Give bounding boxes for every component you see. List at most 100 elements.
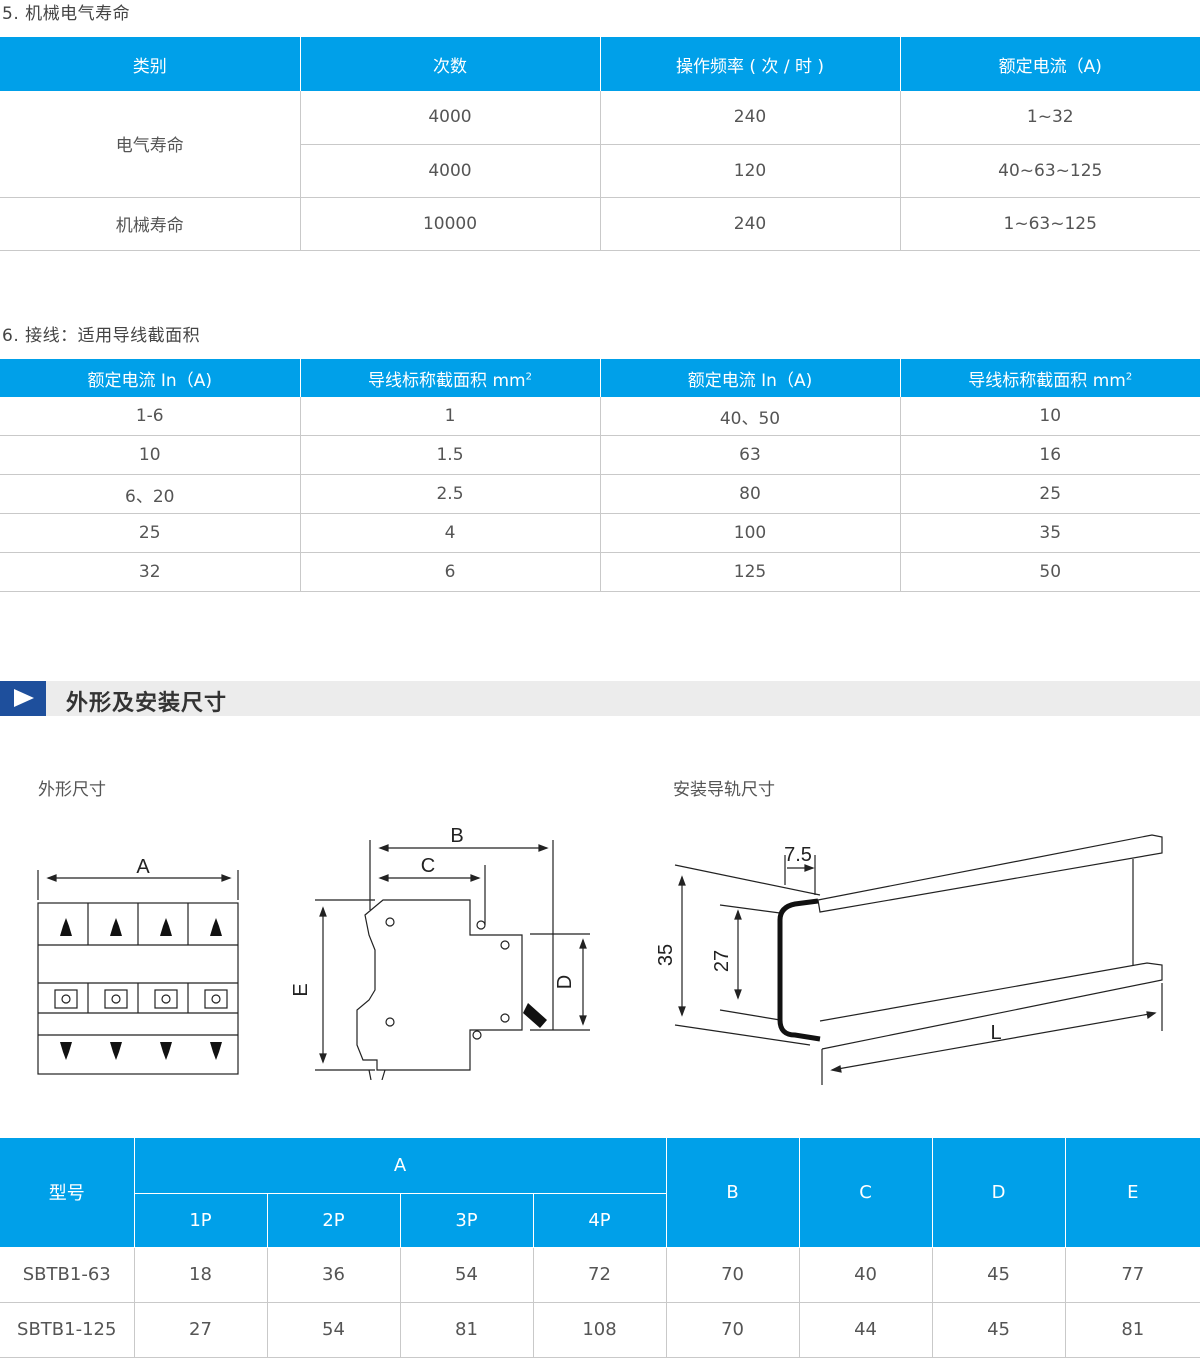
rail-l-label: L (990, 1022, 1001, 1044)
table-row: SBTB1-63 18 36 54 72 70 40 45 77 (0, 1247, 1200, 1303)
header-sup: 2 (525, 370, 532, 382)
header-1p: 1P (134, 1193, 268, 1248)
section5-title: 5. 机械电气寿命 (2, 4, 131, 24)
header-rated-current: 额定电流 In（A) (600, 359, 901, 397)
cell: 100 (600, 513, 901, 553)
rail-7-5-label: 7.5 (784, 844, 812, 866)
count-cell: 4000 (300, 91, 601, 145)
header-wire-section: 导线标称截面积 mm2 (900, 359, 1200, 397)
cell: 54 (267, 1302, 401, 1358)
table-row: 1-6 1 40、50 10 (0, 397, 1200, 436)
header-e: E (1065, 1138, 1200, 1248)
cell: 16 (900, 435, 1200, 475)
header-4p: 4P (533, 1193, 667, 1248)
table-row: 电气寿命 4000 240 1~32 (0, 91, 1200, 198)
cell: 70 (666, 1247, 800, 1303)
front-view-drawing: A (37, 856, 239, 1075)
header-label: 导线标称截面积 mm (968, 370, 1126, 391)
dim-d-label: D (554, 975, 576, 989)
category-cell: 机械寿命 (0, 197, 301, 251)
side-view-drawing: B C E D (290, 825, 590, 1080)
cell: 1-6 (0, 397, 301, 436)
dim-e-label: E (290, 983, 312, 996)
header-sup: 2 (1125, 370, 1133, 382)
section-banner: 外形及安装尺寸 (0, 681, 1200, 716)
cell: 4 (300, 513, 601, 553)
freq-cell: 240 (600, 91, 901, 145)
freq-cell: 240 (600, 197, 901, 251)
header-count: 次数 (300, 37, 601, 91)
cell: 40、50 (600, 397, 901, 436)
cell: 6 (300, 552, 601, 592)
banner-title: 外形及安装尺寸 (66, 691, 228, 716)
dim-b-label: B (450, 825, 463, 847)
cell: 32 (0, 552, 301, 592)
rail-label: 安装导轨尺寸 (673, 780, 775, 800)
dim-a-label: A (136, 856, 150, 878)
cell: 44 (799, 1302, 933, 1358)
header-label: 导线标称截面积 mm (368, 370, 526, 391)
cell: 80 (600, 474, 901, 514)
cell: 2.5 (300, 474, 601, 514)
current-cell: 40~63~125 (900, 144, 1200, 198)
cell: 25 (900, 474, 1200, 514)
header-d: D (932, 1138, 1066, 1248)
header-label: 额定电流 In（A) (687, 370, 813, 391)
cell: 6、20 (0, 474, 301, 514)
outline-label: 外形尺寸 (38, 780, 106, 800)
cell: 81 (400, 1302, 534, 1358)
header-rated-current: 额定电流 In（A) (0, 359, 301, 397)
table-row: SBTB1-125 27 54 81 108 70 44 45 81 (0, 1302, 1200, 1358)
rail-27-label: 27 (711, 950, 733, 972)
dim-c-label: C (421, 855, 435, 877)
cell: 125 (600, 552, 901, 592)
table-row: 32 6 125 50 (0, 552, 1200, 592)
cell: 81 (1065, 1302, 1200, 1358)
count-cell: 4000 (300, 144, 601, 198)
model-cell: SBTB1-125 (0, 1302, 135, 1358)
current-cell: 1~63~125 (900, 197, 1200, 251)
header-frequency: 操作频率 ( 次 / 时 ) (600, 37, 901, 91)
cell: 10 (0, 435, 301, 475)
cell: 63 (600, 435, 901, 475)
header-b: B (666, 1138, 800, 1248)
header-current: 额定电流（A) (900, 37, 1200, 91)
header-2p: 2P (267, 1193, 401, 1248)
header-c: C (799, 1138, 933, 1248)
cell: 72 (533, 1247, 667, 1303)
cell: 1 (300, 397, 601, 436)
table-row: 10 1.5 63 16 (0, 435, 1200, 475)
rail-35-label: 35 (655, 944, 677, 966)
freq-cell: 120 (600, 144, 901, 198)
header-a: A (134, 1138, 667, 1194)
cell: 45 (932, 1302, 1066, 1358)
din-rail-drawing: 7.5 35 27 L (655, 834, 1163, 1085)
cell: 36 (267, 1247, 401, 1303)
table-row: 4000 120 40~63~125 (0, 144, 1200, 198)
wire-table: 额定电流 In（A) 导线标称截面积 mm2 额定电流 In（A) 导线标称截面… (0, 359, 1200, 592)
table-row: 6、20 2.5 80 25 (0, 474, 1200, 514)
header-category: 类别 (0, 37, 301, 91)
cell: 45 (932, 1247, 1066, 1303)
header-model: 型号 (0, 1138, 135, 1248)
cell: 77 (1065, 1247, 1200, 1303)
section6-title: 6. 接线：适用导线截面积 (2, 326, 201, 346)
cell: 18 (134, 1247, 268, 1303)
cell: 1.5 (300, 435, 601, 475)
model-cell: SBTB1-63 (0, 1247, 135, 1303)
life-table: 类别 次数 操作频率 ( 次 / 时 ) 额定电流（A) 电气寿命 4000 2… (0, 37, 1200, 251)
header-wire-section: 导线标称截面积 mm2 (300, 359, 601, 397)
cell: 27 (134, 1302, 268, 1358)
cell: 50 (900, 552, 1200, 592)
table-row: 机械寿命 10000 240 1~63~125 (0, 197, 1200, 251)
cell: 10 (900, 397, 1200, 436)
cell: 54 (400, 1247, 534, 1303)
cell: 108 (533, 1302, 667, 1358)
cell: 40 (799, 1247, 933, 1303)
cell: 35 (900, 513, 1200, 553)
cell: 25 (0, 513, 301, 553)
count-cell: 10000 (300, 197, 601, 251)
table-row: 25 4 100 35 (0, 513, 1200, 553)
header-3p: 3P (400, 1193, 534, 1248)
header-label: 额定电流 In（A) (87, 370, 212, 391)
